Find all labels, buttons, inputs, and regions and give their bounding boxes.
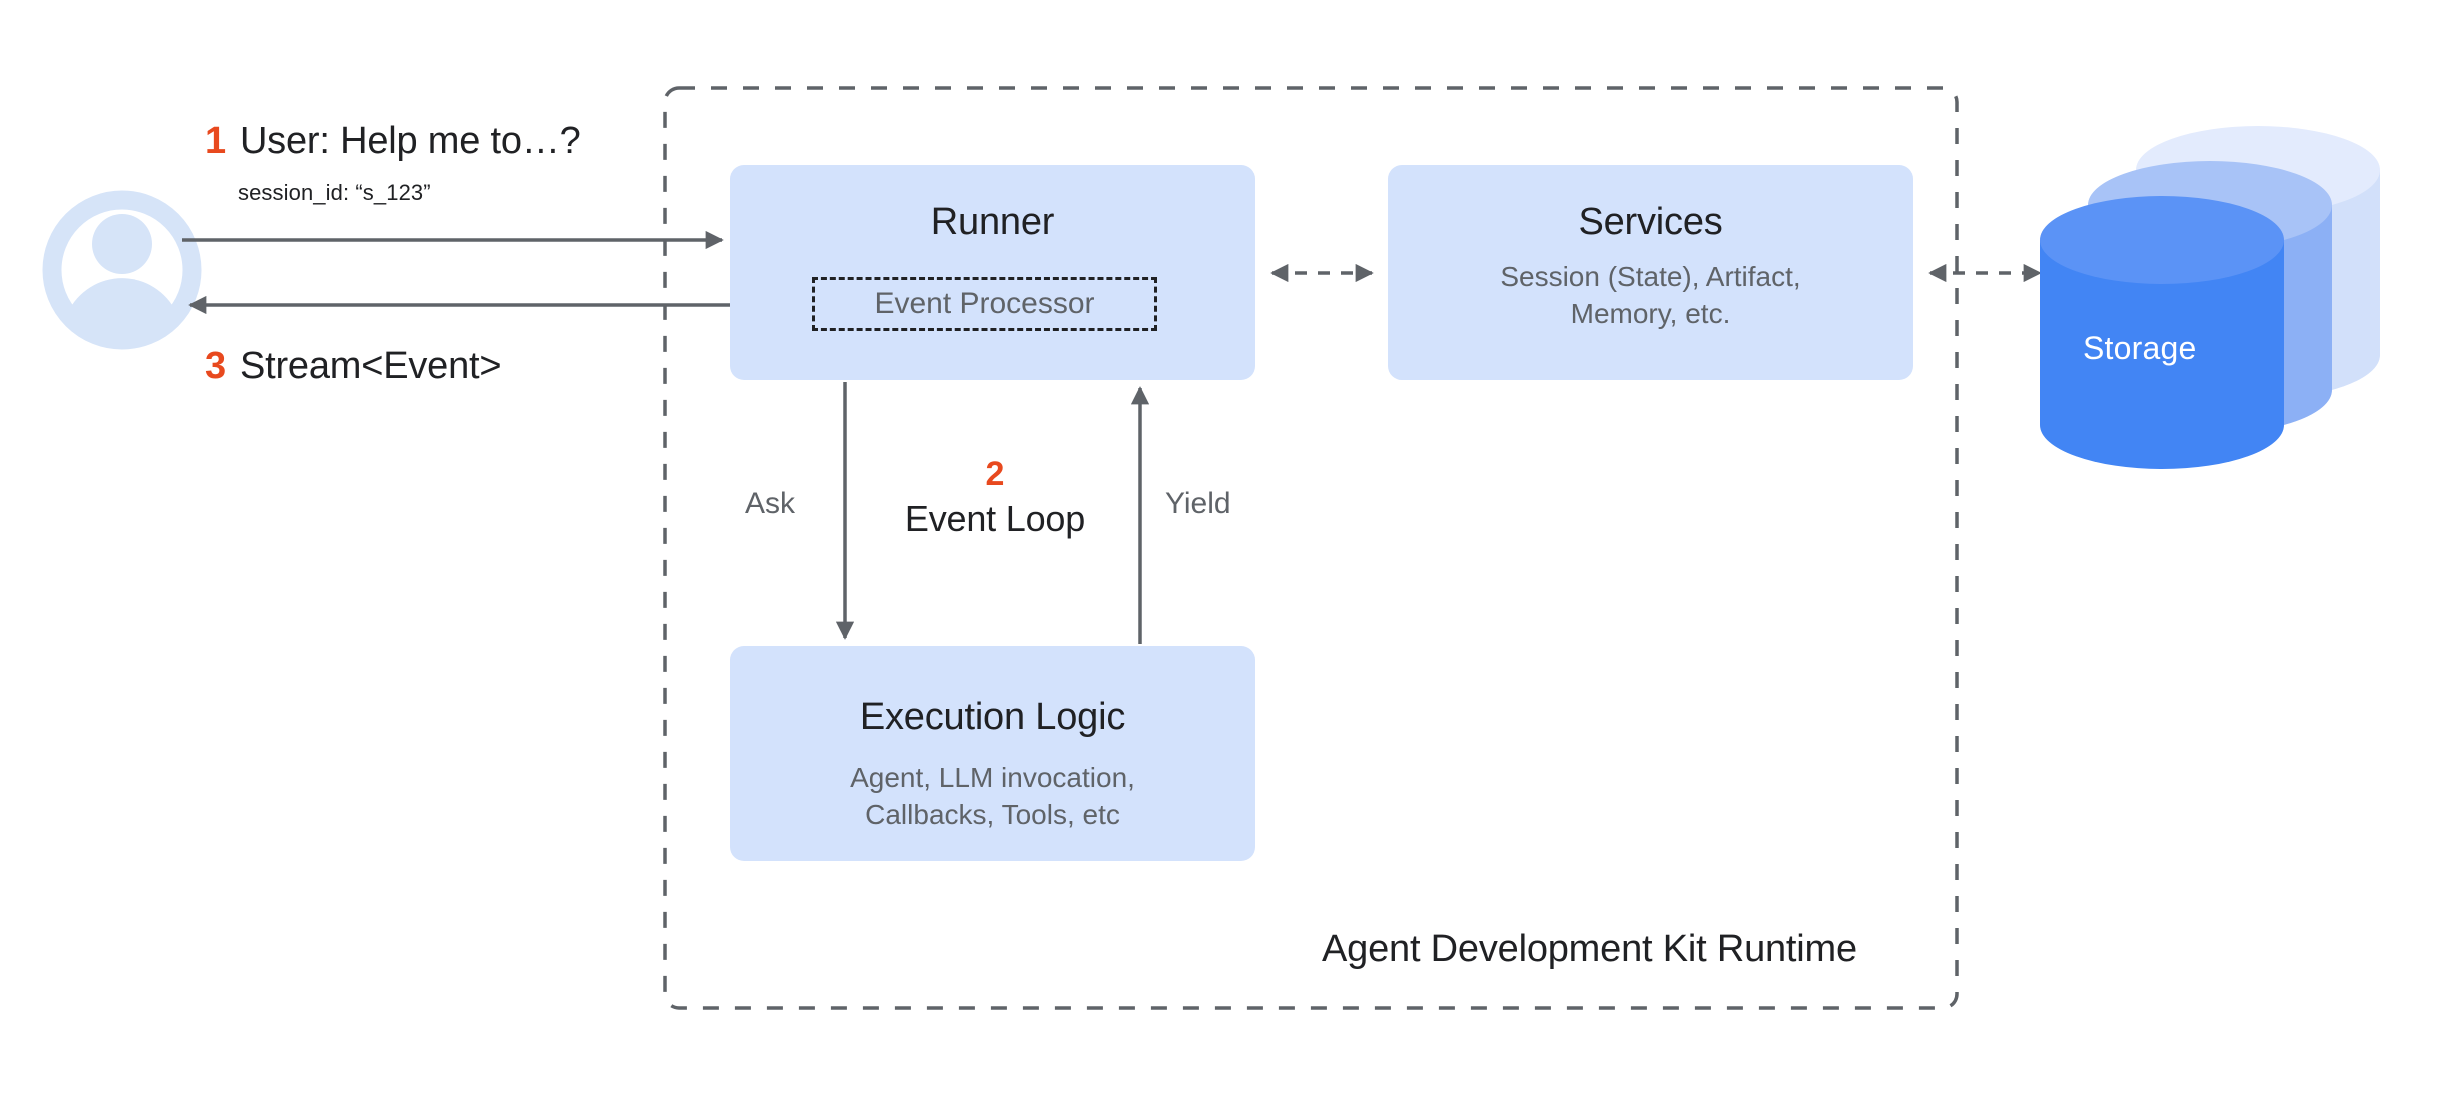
edge-label-yield: Yield: [1165, 487, 1231, 520]
runner-title: Runner: [930, 201, 1055, 243]
execution-logic-title: Execution Logic: [859, 696, 1126, 738]
user-request-text: User: Help me to…?: [239, 120, 581, 162]
services-title: Services: [1578, 201, 1723, 243]
node-services[interactable]: Services Session (State), Artifact,Memor…: [1388, 165, 1913, 380]
step-number-3: 3: [205, 345, 226, 387]
execution-logic-subtitle: Agent, LLM invocation,Callbacks, Tools, …: [850, 762, 1135, 831]
edge-label-ask: Ask: [745, 487, 796, 520]
user-session-id-label: session_id: “s_123”: [238, 180, 431, 205]
event-loop-label: Event Loop: [904, 498, 1086, 540]
step-number-1: 1: [205, 120, 226, 162]
user-avatar-icon: [42, 190, 202, 350]
node-execution-logic[interactable]: Execution Logic Agent, LLM invocation,Ca…: [730, 646, 1255, 861]
storage-cylinder-group: [2040, 126, 2380, 469]
node-event-processor[interactable]: Event Processor: [812, 277, 1157, 331]
runtime-caption: Agent Development Kit Runtime: [1322, 928, 1857, 970]
services-subtitle: Session (State), Artifact,Memory, etc.: [1500, 261, 1801, 330]
step-number-2: 2: [985, 455, 1005, 493]
user-request-label: 1 User: Help me to…?: [205, 120, 581, 163]
storage-cylinder-middle: [2088, 161, 2332, 434]
user-stream-text: Stream<Event>: [239, 345, 502, 387]
node-runner[interactable]: Runner Event Processor: [730, 165, 1255, 380]
event-loop-group: 2 Event Loop: [840, 455, 1150, 540]
storage-label: Storage: [2083, 330, 2197, 366]
user-stream-label: 3 Stream<Event>: [205, 345, 502, 388]
